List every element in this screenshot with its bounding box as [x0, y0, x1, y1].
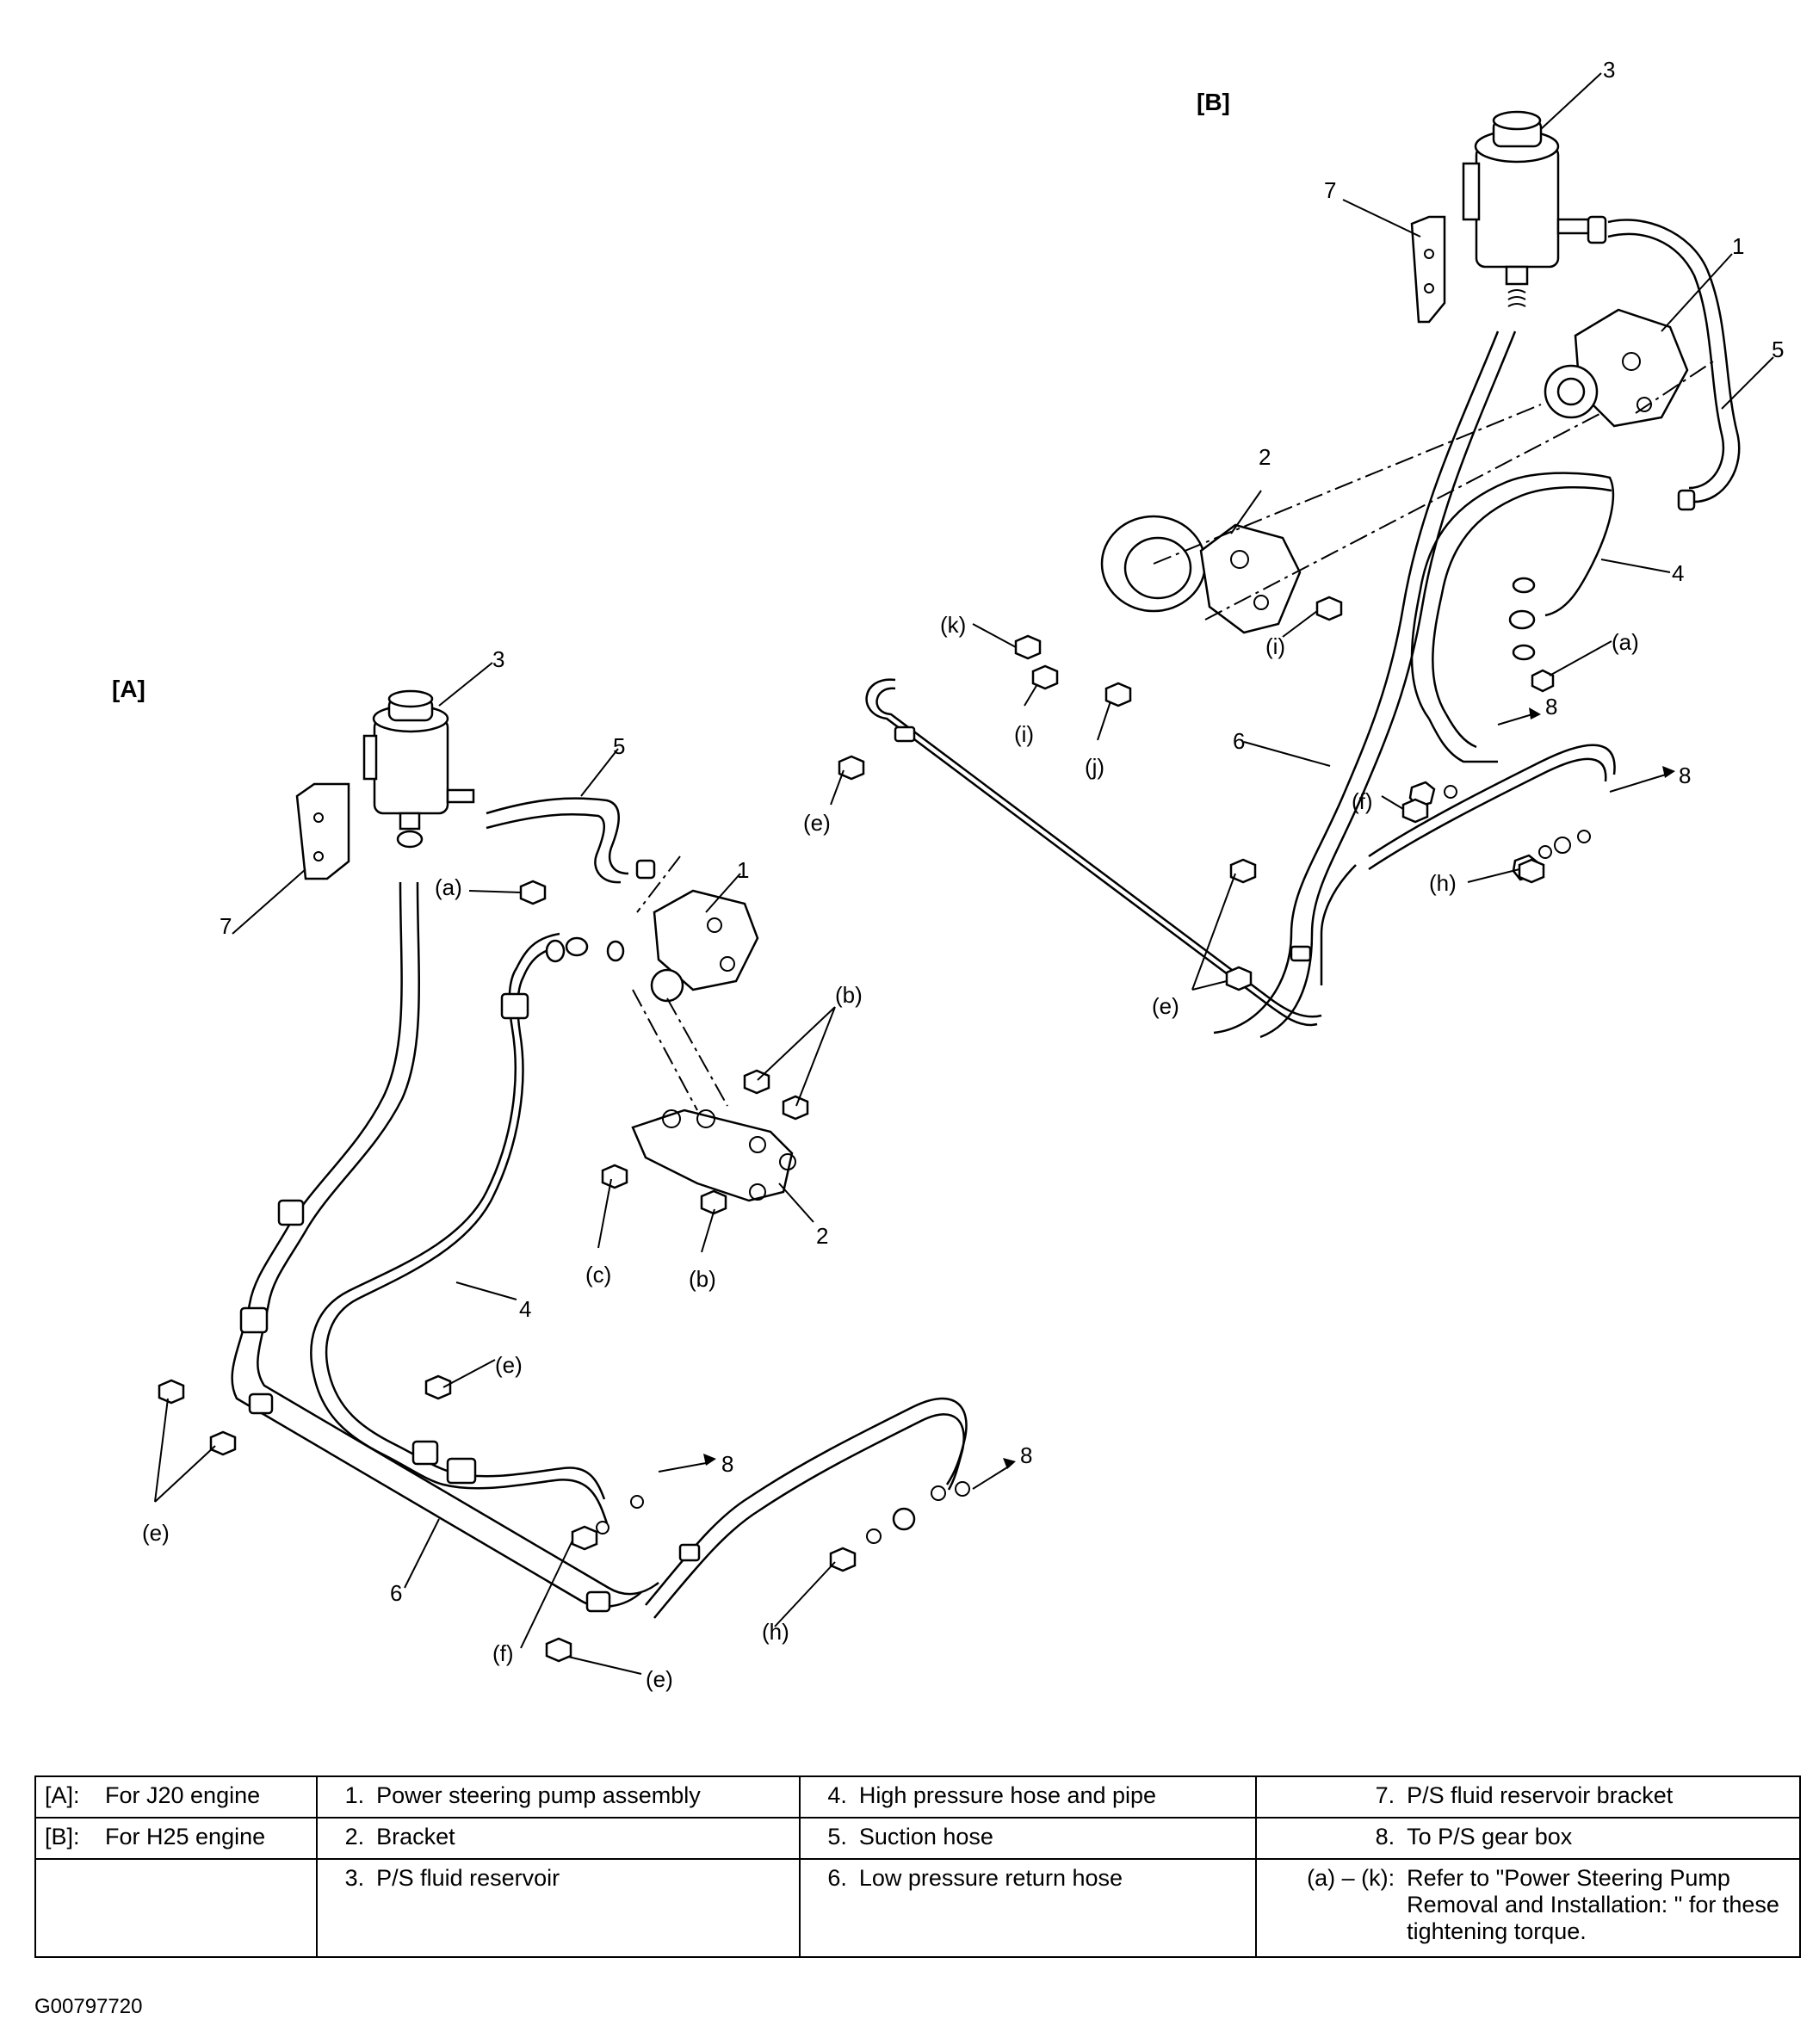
- callout-5-a: 5: [613, 733, 625, 759]
- legend-key: [A]:: [45, 1782, 80, 1808]
- return-hose-b: [1213, 330, 1500, 1034]
- bracket-a: [631, 1108, 796, 1202]
- callout-1-a: 1: [737, 857, 749, 883]
- callout-5-b: 5: [1772, 337, 1784, 362]
- callout-3-b: 3: [1603, 57, 1615, 83]
- reservoir-b: [1462, 110, 1594, 307]
- legend-text: For H25 engine: [105, 1824, 266, 1849]
- callout-4-a: 4: [519, 1296, 531, 1322]
- legend-table: [A]: For J20 engine 1. Power steering pump…: [34, 1775, 1801, 1958]
- callout-j-b: (j): [1085, 754, 1104, 780]
- callout-k-b: (k): [940, 612, 966, 638]
- callout-e-a-3: (e): [646, 1666, 673, 1692]
- legend-key: [B]:: [45, 1824, 80, 1849]
- suction-hose-a: [486, 797, 629, 875]
- callout-1-b: 1: [1732, 233, 1744, 259]
- legend-text: P/S fluid reservoir: [376, 1865, 560, 1891]
- callout-i-b-1: (i): [1265, 633, 1285, 659]
- legend-row: [A]: For J20 engine 1. Power steering pump…: [34, 1775, 1801, 1819]
- callout-2-b: 2: [1259, 444, 1271, 470]
- callout-7-a: 7: [220, 913, 232, 939]
- callout-h-b: (h): [1429, 870, 1457, 896]
- callout-e-b-1: (e): [803, 810, 831, 836]
- callout-6-a: 6: [390, 1580, 402, 1606]
- callout-e-b-2: (e): [1152, 993, 1179, 1019]
- legend-key: 5.: [827, 1824, 847, 1849]
- callout-3-a: 3: [492, 646, 504, 672]
- power-steering-diagram: [B]: [112, 57, 1784, 1692]
- callout-6-b: 6: [1233, 728, 1245, 754]
- pump-a: [650, 889, 759, 1003]
- legend-text: Bracket: [376, 1824, 455, 1849]
- return-hose-a: [231, 881, 642, 1608]
- high-pressure-hose-a: [310, 932, 609, 1524]
- legend-text: Low pressure return hose: [858, 1865, 1123, 1891]
- high-pressure-hose-b: [1410, 472, 1615, 719]
- reservoir-bracket-b: [1410, 215, 1446, 324]
- legend-text: P/S fluid reservoir bracket: [1407, 1782, 1674, 1808]
- callout-4-b: 4: [1672, 560, 1684, 586]
- callout-8-a-2: 8: [1020, 1442, 1032, 1468]
- legend-text: For J20 engine: [105, 1782, 261, 1808]
- legend-text: High pressure hose and pipe: [858, 1782, 1157, 1808]
- legend-key: 8.: [1375, 1824, 1395, 1849]
- reservoir-bracket-a: [295, 782, 350, 880]
- legend-key: (a) – (k):: [1307, 1865, 1395, 1891]
- figure-id: G00797720: [34, 1995, 143, 2018]
- callout-8-b-1: 8: [1545, 694, 1557, 719]
- callout-i-b-2: (i): [1014, 721, 1034, 747]
- callout-b-a-1: (b): [835, 982, 863, 1008]
- legend-key: 7.: [1375, 1782, 1395, 1808]
- legend-text: To P/S gear box: [1407, 1824, 1573, 1849]
- callout-a-a: (a): [435, 874, 462, 900]
- legend-key: 1.: [344, 1782, 365, 1808]
- callout-c-a: (c): [585, 1262, 611, 1288]
- callout-2-a: 2: [816, 1223, 828, 1249]
- section-label-a: [A]: [112, 676, 145, 702]
- legend-row: [B]: For H25 engine 2. Bracket 5. Suction h…: [34, 1817, 1801, 1860]
- callout-8-b-2: 8: [1679, 763, 1691, 788]
- return-pipe-b: [865, 678, 1318, 1027]
- legend-key: 4.: [827, 1782, 847, 1808]
- callout-a-b: (a): [1612, 629, 1639, 655]
- legend-key: 3.: [344, 1865, 365, 1891]
- callout-8-a-1: 8: [721, 1451, 733, 1477]
- section-label-b: [B]: [1197, 89, 1230, 115]
- bracket-b: [1100, 515, 1302, 634]
- legend-text: Power steering pump assembly: [376, 1782, 701, 1808]
- callout-h-a: (h): [762, 1619, 789, 1645]
- callout-e-a-2: (e): [142, 1520, 170, 1546]
- pump-b: [1544, 308, 1689, 428]
- callout-b-a-2: (b): [689, 1266, 716, 1292]
- reservoir-a: [362, 689, 475, 849]
- legend-key: 2.: [344, 1824, 365, 1849]
- callout-7-b: 7: [1324, 177, 1336, 203]
- legend-text: Suction hose: [858, 1824, 993, 1849]
- callout-e-a-1: (e): [495, 1352, 523, 1378]
- suction-hose-b: [1607, 219, 1741, 503]
- callout-f-a: (f): [492, 1640, 514, 1666]
- legend-text: Refer to "Power Steering Pump Removal an…: [1407, 1865, 1779, 1944]
- legend-row: 3. P/S fluid reservoir 6. Low pressure ret…: [34, 1858, 1801, 1958]
- legend-key: 6.: [827, 1865, 847, 1891]
- callout-f-b: (f): [1352, 788, 1373, 814]
